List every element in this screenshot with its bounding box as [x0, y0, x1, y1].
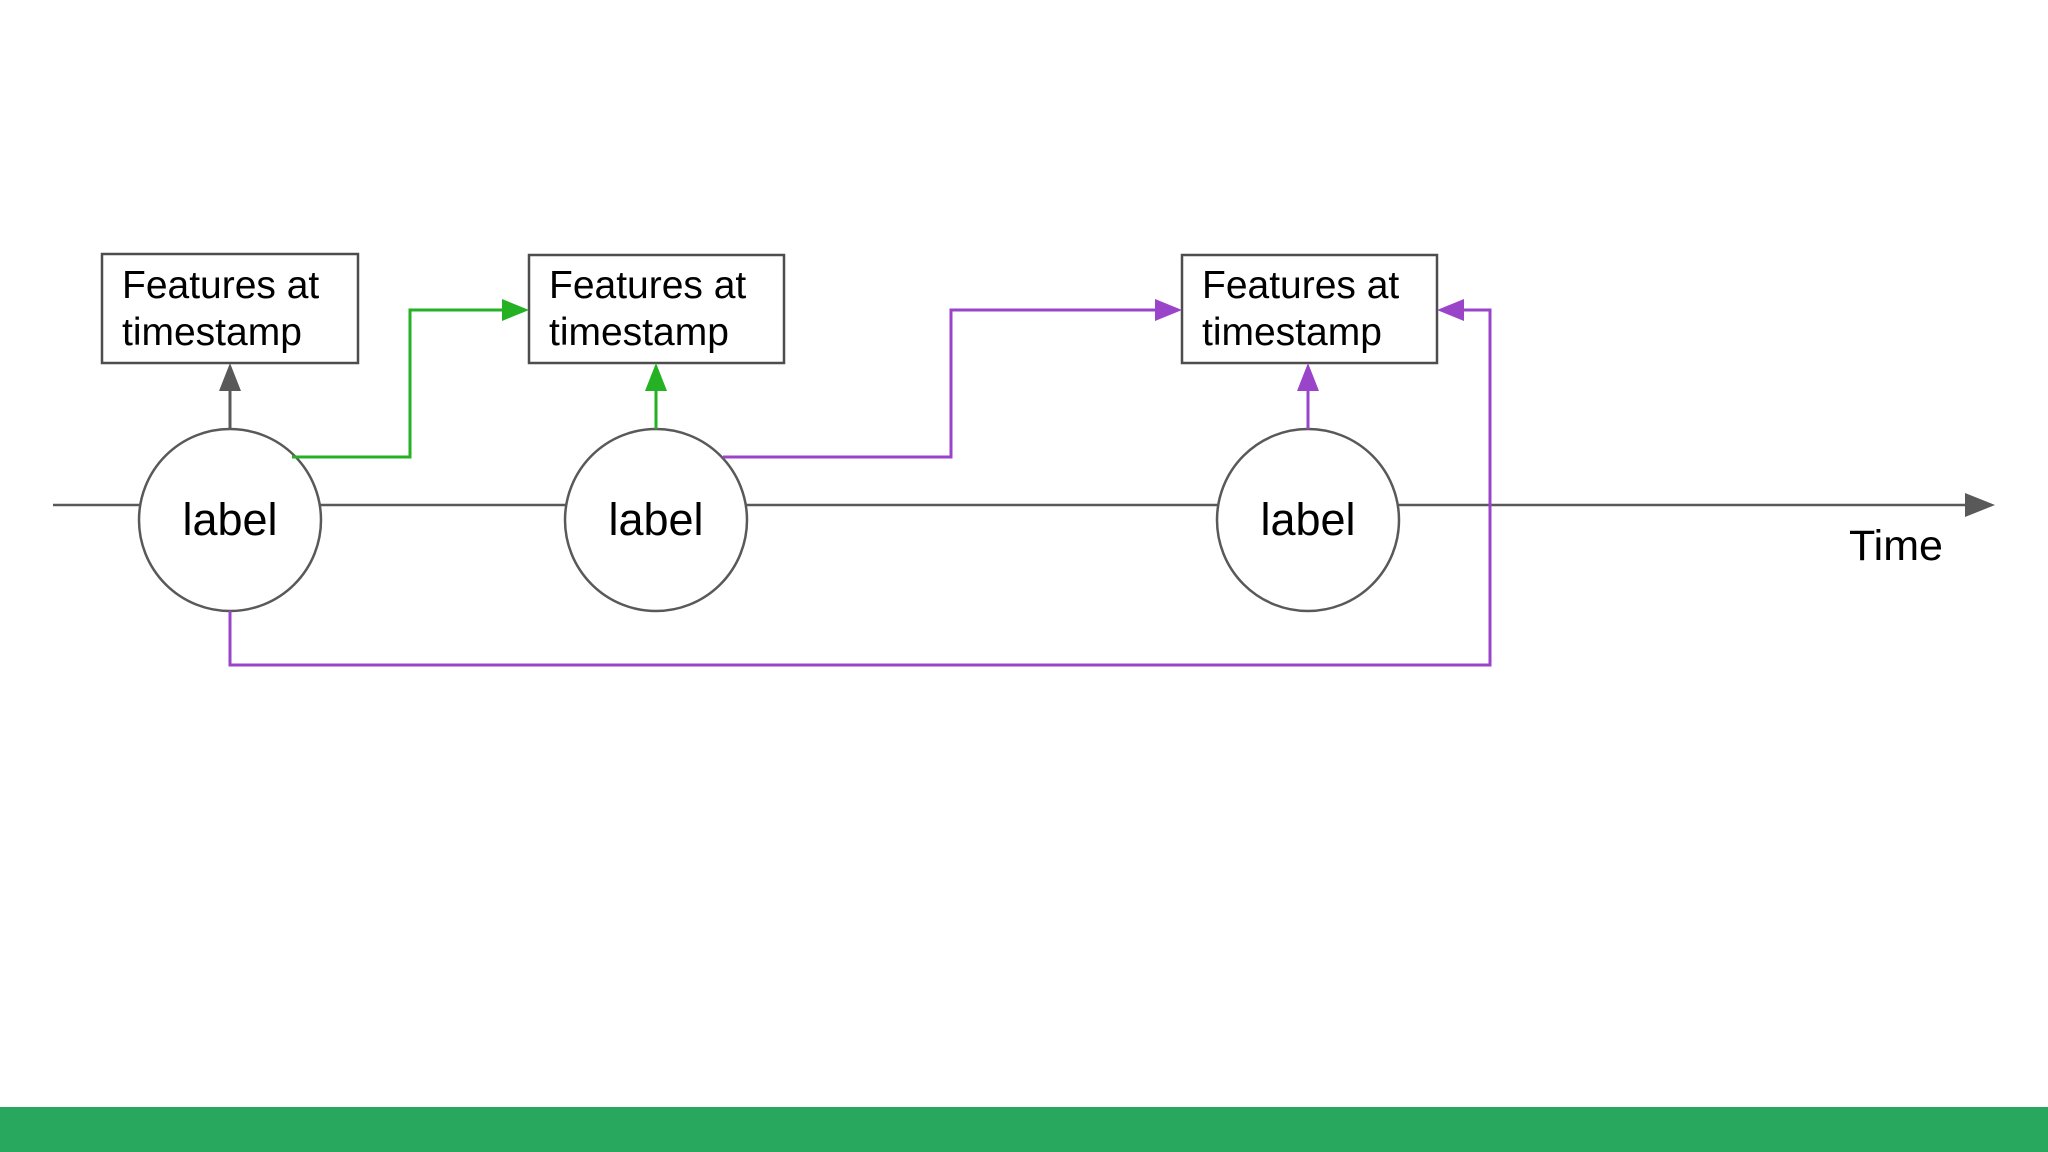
connector-node2-to-box3 [723, 299, 1182, 459]
connector-line [292, 308, 505, 459]
connector-arrowhead [502, 299, 529, 321]
connector-arrowhead [219, 363, 241, 391]
features-box-1 [100, 252, 360, 365]
connector-node2-to-box2 [645, 363, 667, 429]
label-node-1-text: label [182, 494, 278, 545]
connector-node3-to-box3 [1297, 363, 1319, 429]
connector-line [228, 308, 1492, 667]
features-box-1-label: Features at timestamp [122, 263, 320, 354]
connector-arrowhead [1437, 299, 1464, 321]
connector-node1-to-box3-loop [228, 299, 1492, 667]
features-box-3-label: Features at timestamp [1202, 264, 1400, 354]
connector-node1-to-box1 [219, 363, 241, 429]
label-node-3-text: label [1260, 494, 1356, 545]
timeline-arrowhead [1965, 493, 1995, 517]
features-box-2-label: Features at timestamp [549, 264, 747, 354]
label-node-2-text: label [608, 494, 704, 545]
connector-arrowhead [1155, 299, 1182, 321]
features-box-2 [527, 253, 786, 365]
connector-line [723, 308, 1158, 459]
time-axis-label: Time [1849, 522, 1943, 570]
connector-node1-to-box2 [292, 299, 529, 459]
timeline-axis [53, 493, 1995, 517]
connector-arrowhead [1297, 363, 1319, 391]
connector-arrowhead [645, 363, 667, 391]
footer-bar [0, 1107, 2048, 1152]
features-box-3 [1180, 253, 1439, 365]
